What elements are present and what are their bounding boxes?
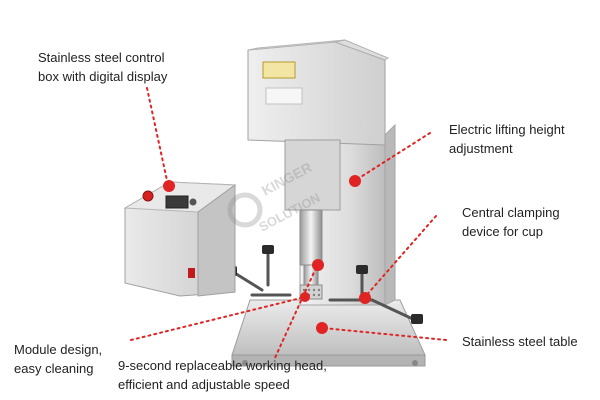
control-box — [123, 181, 237, 297]
annotation-lifting: Electric lifting height adjustment — [449, 122, 565, 156]
annotation-working-head: 9-second replaceable working head, effic… — [118, 358, 327, 392]
arm-bracket — [284, 139, 341, 211]
callout-dot-control-box — [163, 180, 175, 192]
warning-sticker-icon — [262, 61, 296, 79]
power-switch-icon — [188, 268, 195, 278]
digital-display — [165, 195, 189, 209]
nameplate — [265, 87, 303, 105]
callout-lines — [130, 87, 447, 361]
annotation-table: Stainless steel table — [462, 334, 578, 349]
callout-dot-module — [300, 292, 310, 302]
motor-head — [247, 39, 390, 146]
annotation-clamping: Central clamping device for cup — [462, 205, 560, 239]
stainless-table — [231, 299, 426, 367]
callout-dot-table — [316, 322, 328, 334]
emergency-stop-icon — [142, 190, 154, 202]
annotation-control-box: Stainless steel control box with digital… — [38, 50, 168, 84]
working-head-shaft — [299, 209, 323, 300]
annotation-module: Module design, easy cleaning — [14, 342, 103, 376]
callout-dots — [163, 175, 371, 334]
control-knob-icon — [189, 198, 197, 206]
callout-dot-working-head — [312, 259, 324, 271]
callout-dot-lifting — [349, 175, 361, 187]
callout-dot-clamping — [359, 292, 371, 304]
